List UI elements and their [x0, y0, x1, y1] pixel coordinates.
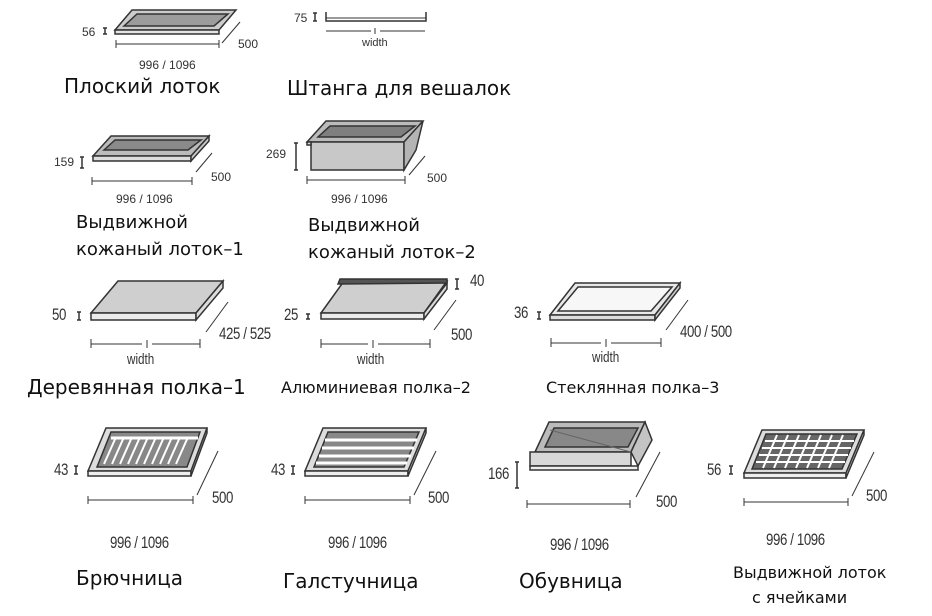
leather-tray-1-label-line1: Выдвижной [76, 212, 189, 233]
hanger-rod-label: Штанга для вешалок [287, 76, 512, 100]
leather-tray-1-height: 159 [54, 155, 75, 169]
shoe-rack-depth: 500 [656, 492, 677, 511]
cell-tray-depth: 500 [866, 486, 887, 505]
leather-tray-2-label-line2: кожаный лоток–2 [308, 242, 476, 263]
trouser-rack-depth: 500 [212, 488, 233, 507]
glass-shelf-label: Стеклянная полка–3 [546, 378, 720, 397]
tie-rack-height: 43 [271, 460, 285, 479]
aluminium-shelf-depth: 500 [451, 325, 472, 344]
shoe-rack-label: Обувница [519, 569, 623, 593]
flat-tray-label: Плоский лоток [64, 74, 221, 98]
leather-tray-1-depth: 500 [211, 170, 232, 184]
leather-tray-2-depth: 500 [427, 171, 448, 185]
leather-tray-1-width: 996 / 1096 [116, 192, 173, 206]
leather-tray-2-height: 269 [266, 147, 287, 161]
leather-tray-2-width: 996 / 1096 [331, 192, 388, 206]
aluminium-shelf-top: 40 [470, 271, 484, 290]
glass-shelf-depth: 400 / 500 [680, 322, 732, 341]
glass-shelf-height: 36 [514, 303, 528, 322]
cell-tray-label-line2: с ячейками [752, 588, 848, 607]
cell-tray-label-line1: Выдвижной лоток [733, 563, 887, 582]
hanger-rod-height: 75 [294, 11, 308, 25]
hanger-rod-width: width [362, 37, 388, 49]
aluminium-shelf-width: width [357, 351, 385, 368]
tie-rack-width: 996 / 1096 [328, 533, 387, 552]
cell-tray-width: 996 / 1096 [766, 530, 825, 549]
leather-tray-1-label-line2: кожаный лоток–1 [76, 239, 244, 260]
shoe-rack-width: 996 / 1096 [550, 535, 609, 554]
flat-tray-depth: 500 [238, 37, 259, 51]
aluminium-shelf-label: Алюминиевая полка–2 [281, 378, 471, 397]
flat-tray-height: 56 [82, 25, 96, 39]
cell-tray-height: 56 [707, 460, 721, 479]
wood-shelf-depth: 425 / 525 [219, 324, 271, 343]
aluminium-shelf-height: 25 [284, 305, 298, 324]
leather-tray-2-label-line1: Выдвижной [308, 215, 421, 236]
glass-shelf-width: width [592, 349, 620, 366]
wood-shelf-height: 50 [52, 305, 66, 324]
tie-rack-depth: 500 [428, 488, 449, 507]
trouser-rack-width: 996 / 1096 [110, 533, 169, 552]
trouser-rack-height: 43 [54, 460, 68, 479]
trouser-rack-label: Брючница [76, 566, 184, 590]
flat-tray-width: 996 / 1096 [139, 58, 196, 72]
wood-shelf-width: width [127, 351, 155, 368]
shoe-rack-height: 166 [488, 464, 509, 483]
tie-rack-label: Галстучница [283, 569, 419, 593]
wood-shelf-label: Деревянная полка–1 [27, 375, 246, 399]
